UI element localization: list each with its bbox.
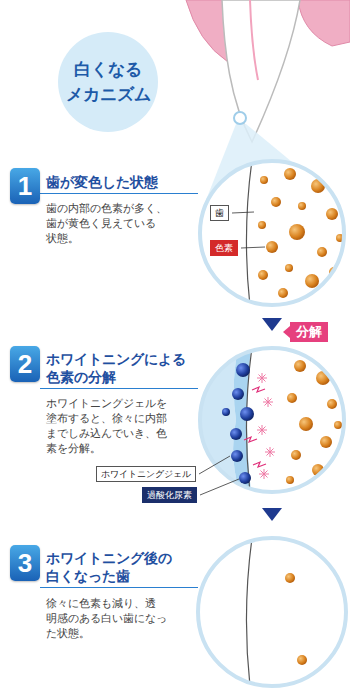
node-text: 3	[18, 548, 32, 578]
node-text: 1	[18, 171, 32, 201]
pigment-dot	[271, 197, 281, 207]
part-label: 歯	[210, 205, 229, 221]
pigment-dot	[289, 224, 305, 240]
leader-line	[200, 479, 239, 495]
pigment-dot	[305, 274, 319, 288]
tooth-surface	[246, 538, 252, 686]
node-text: ホワイトニングジェル	[101, 469, 191, 479]
gel-label: ホワイトニングジェル	[96, 466, 196, 482]
whitening-gel	[190, 340, 242, 500]
peroxide-dot	[236, 363, 250, 377]
pigment-dot	[326, 208, 338, 220]
leader-line	[241, 247, 265, 248]
pigment-dot	[287, 393, 297, 403]
decompose-spark	[257, 373, 267, 383]
peroxide-dot	[222, 408, 230, 416]
decompose-spark	[257, 425, 267, 435]
node-text: 2	[18, 349, 32, 379]
step-body: 徐々に色素も減り、透 明感のある白い歯になっ た状態。	[46, 596, 169, 641]
title-circle: 白くなる メカニズム	[58, 32, 158, 132]
label-text: ホワイトニングによる 色素の分解	[46, 350, 188, 386]
step-heading: ホワイトニングによる 色素の分解	[46, 350, 188, 386]
pigment-dot	[285, 573, 295, 583]
peroxide-dot	[240, 407, 254, 421]
decompose-spark	[265, 447, 275, 457]
pigment-dot	[266, 241, 278, 253]
label-text: 徐々に色素も減り、透 明感のある白い歯になっ た状態。	[46, 596, 169, 641]
zoom-circle	[200, 161, 344, 305]
pigment-dot	[298, 202, 306, 210]
pigment-dot	[258, 270, 268, 280]
label-text: 歯の内部の色素が多く、 歯が黄色く見えている 状態。	[46, 201, 169, 246]
step-body: 歯の内部の色素が多く、 歯が黄色く見えている 状態。	[46, 201, 169, 246]
zoom-circle	[198, 538, 346, 686]
node-text: 白くなる メカニズム	[64, 57, 152, 107]
peroxide-dot	[231, 450, 243, 462]
step-body: ホワイトニングジェルを 塗布すると、徐々に内部 までしみ込んでいき、色 素を分解…	[46, 396, 169, 456]
step-heading: 歯が変色した状態	[46, 173, 196, 191]
pigment-dot	[294, 360, 306, 372]
gum	[298, 0, 350, 46]
node-text: 過酸化尿素	[147, 490, 192, 500]
step-badge: 1	[10, 168, 40, 204]
label-text: 歯が変色した状態	[46, 173, 196, 191]
pigment-dot	[297, 655, 307, 665]
node-text: 分解	[296, 324, 322, 339]
zoom-circle-border	[200, 161, 344, 305]
pigment-dot	[284, 168, 296, 180]
decompose-spark	[263, 397, 273, 407]
node-text: 色素	[215, 243, 233, 253]
zoom-circle-border	[200, 348, 344, 492]
node-text: 歯	[215, 208, 224, 218]
label-text: ホワイトニング後の 白くなった歯	[46, 549, 174, 585]
heading-rule	[40, 388, 198, 389]
zoom-content	[246, 160, 344, 306]
heading-rule	[40, 193, 198, 194]
pigment-dot	[320, 436, 332, 448]
down-arrow	[262, 508, 282, 521]
zoom-circle-border	[198, 538, 346, 686]
pigment-dot	[317, 247, 327, 257]
pigment-dot	[291, 450, 301, 460]
pigment-dot	[285, 264, 293, 272]
leader-line	[232, 212, 254, 213]
peroxide-dot	[232, 388, 244, 400]
pigment-dot	[299, 417, 313, 431]
agent-label: 過酸化尿素	[142, 487, 197, 503]
decompose-bolt	[252, 387, 265, 392]
heading-rule	[40, 587, 198, 588]
pigment-label: 色素	[210, 240, 238, 256]
zoom-content	[246, 538, 307, 686]
step-heading: ホワイトニング後の 白くなった歯	[46, 549, 174, 585]
decompose-bolt	[244, 437, 257, 442]
leader-line	[199, 456, 230, 474]
decompose-tag: 分解	[290, 322, 328, 342]
pigment-dot	[260, 176, 268, 184]
peroxide-dot	[230, 428, 242, 440]
peroxide-dot	[239, 472, 251, 484]
pigment-dot	[334, 421, 342, 429]
tooth-pulp	[250, 0, 258, 80]
pigment-dot	[278, 288, 288, 298]
step-badge: 2	[10, 346, 40, 382]
step-badge: 3	[10, 545, 40, 581]
pigment-dot	[286, 476, 294, 484]
pigment-dot	[258, 221, 266, 229]
label-text: ホワイトニングジェルを 塗布すると、徐々に内部 までしみ込んでいき、色 素を分解…	[46, 396, 169, 456]
decompose-spark	[259, 469, 269, 479]
pigment-dot	[327, 399, 337, 409]
zoom-marker	[234, 112, 246, 124]
tooth	[222, 0, 300, 142]
decompose-bolt	[253, 462, 266, 467]
tooth-surface	[246, 160, 252, 306]
down-arrow	[262, 318, 282, 331]
